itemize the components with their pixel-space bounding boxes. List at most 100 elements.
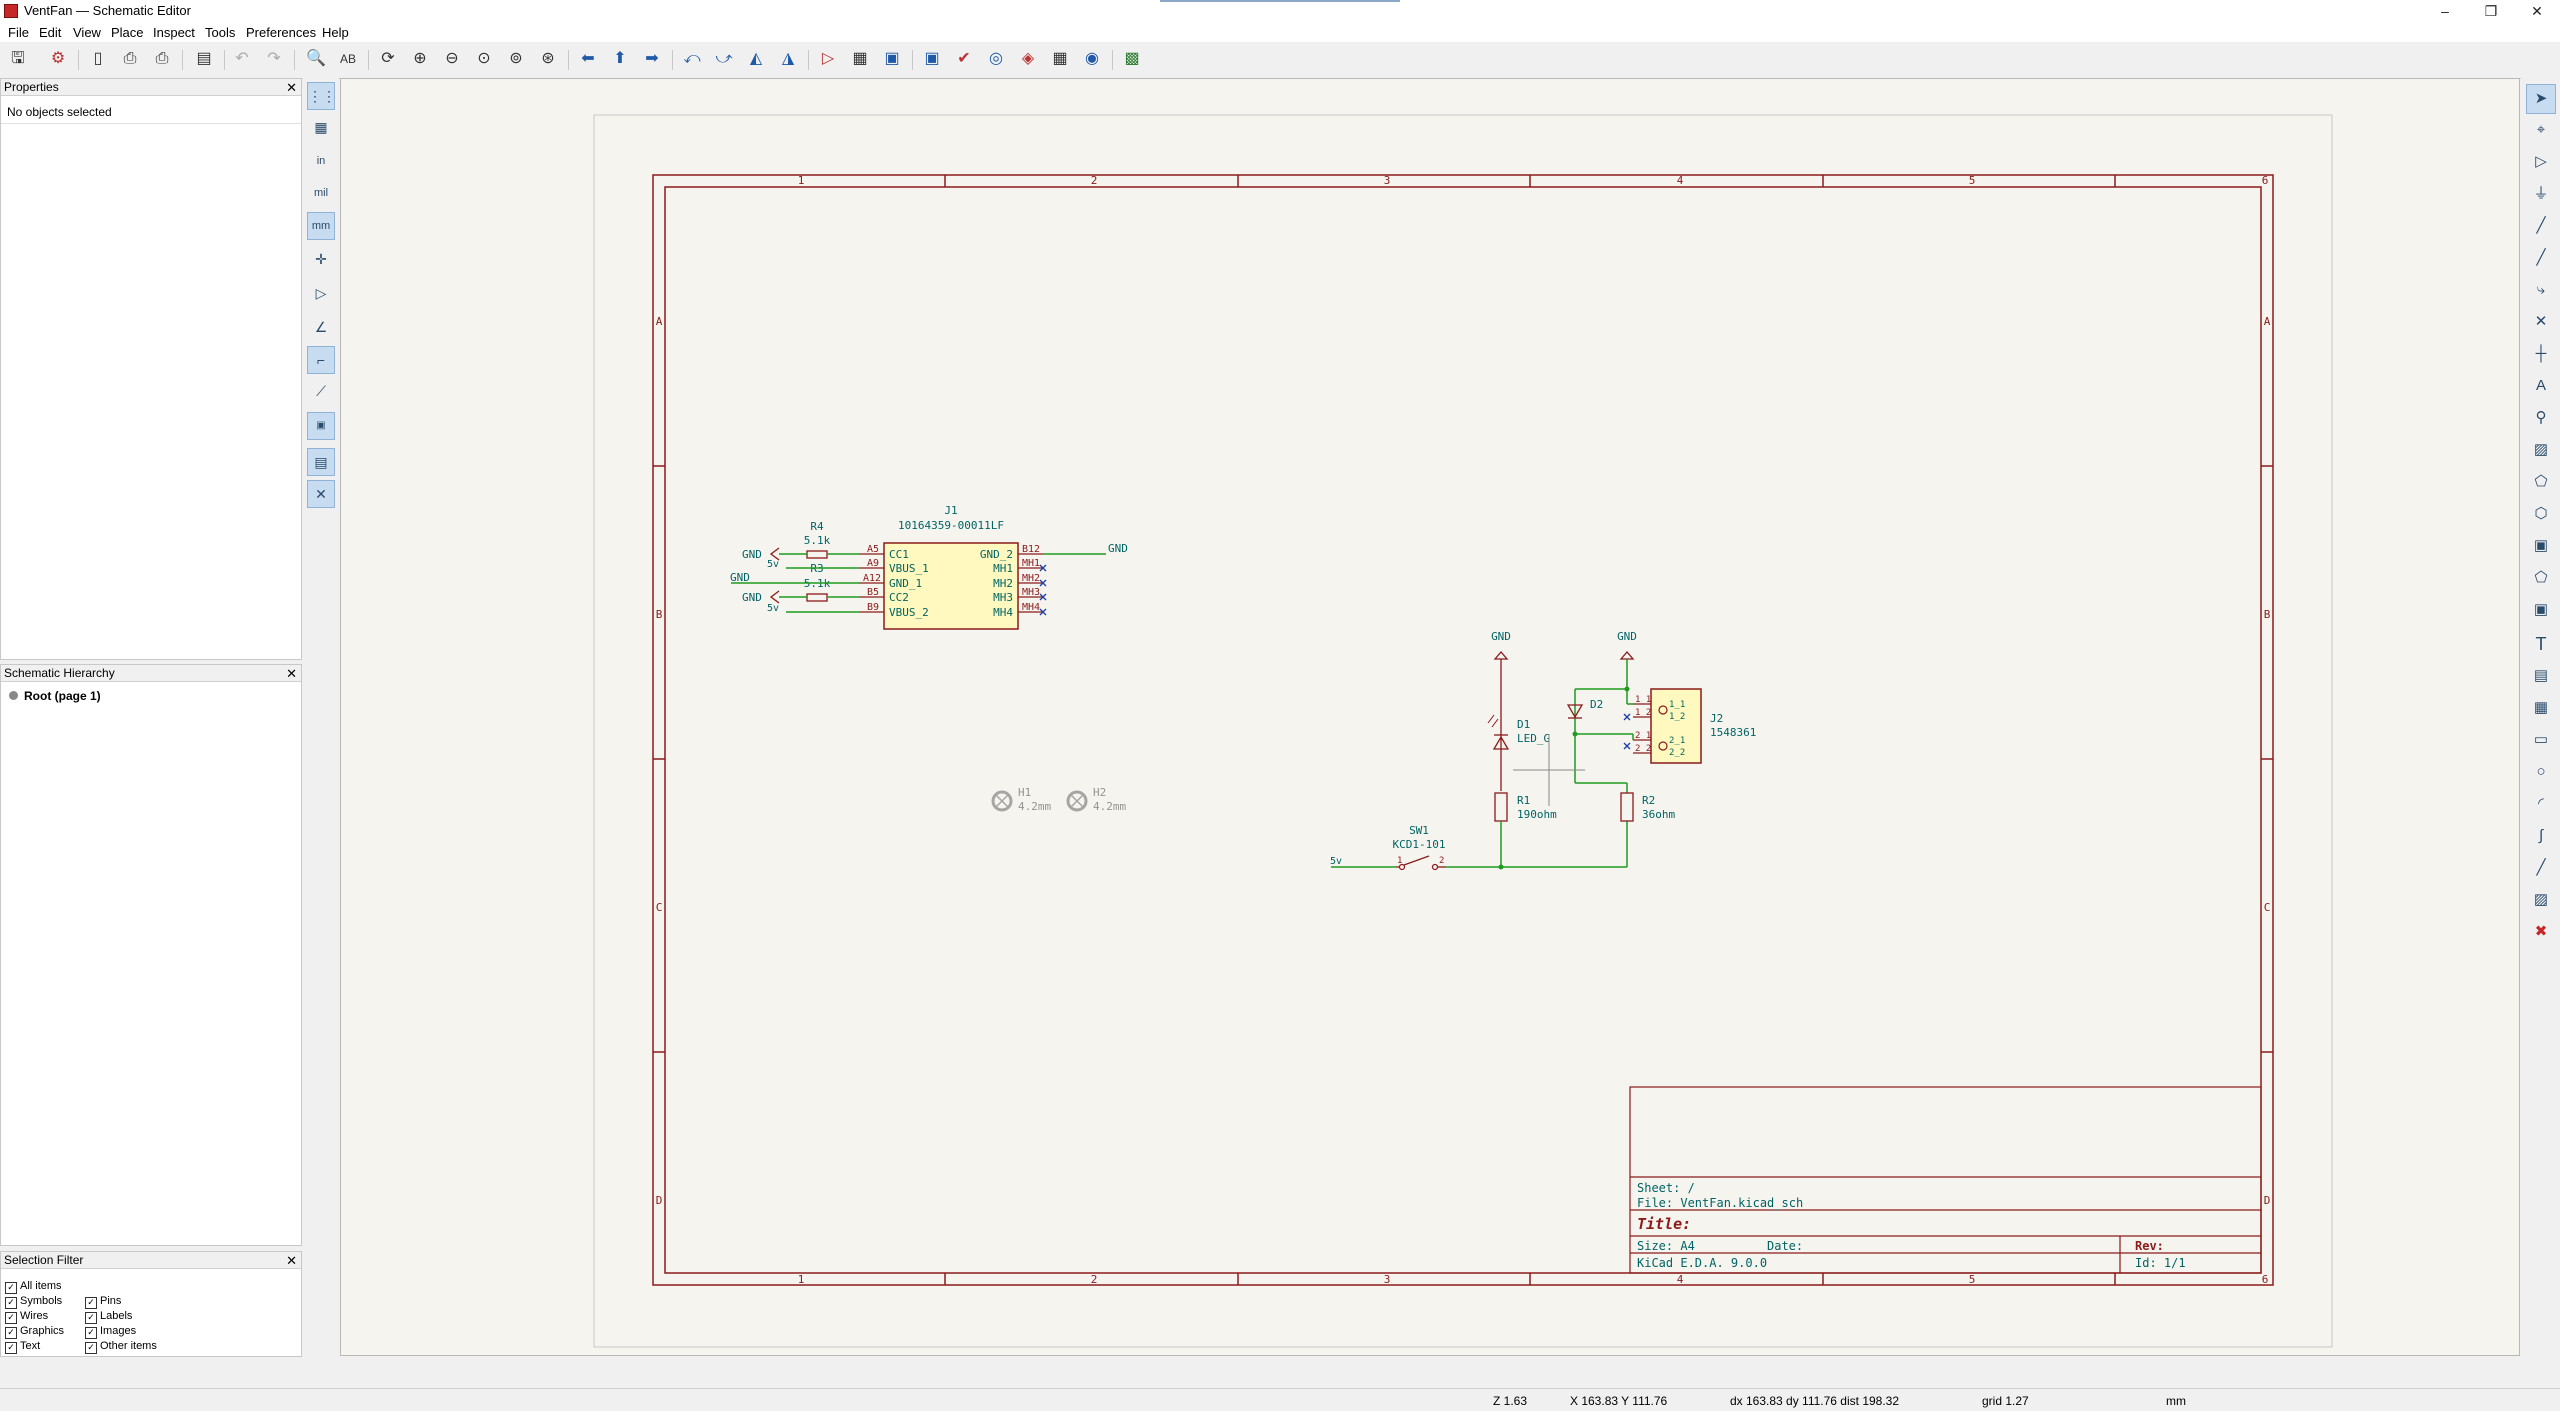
symbol-sw1[interactable]: SW1 KCD1-101 1 2 (1393, 824, 1446, 871)
minimize-button[interactable]: – (2441, 3, 2449, 19)
r2-reference[interactable]: R2 (1642, 794, 1655, 807)
r3-body[interactable] (806, 593, 828, 602)
add-global-label-icon[interactable]: ⬠ (2534, 473, 2548, 490)
find-icon[interactable]: 🔍 (306, 50, 326, 67)
line-mode-45-icon[interactable]: ⟋ (316, 383, 326, 399)
refresh-icon[interactable]: ⟳ (381, 50, 395, 67)
schematic-setup-icon[interactable]: ⚙ (50, 50, 66, 67)
r4-body[interactable] (806, 550, 828, 559)
menu-view[interactable]: View (73, 25, 101, 40)
r1-reference[interactable]: R1 (1517, 794, 1530, 807)
checkbox-checked-icon[interactable]: ✓ (85, 1312, 97, 1324)
erc-icon[interactable]: ✔ (957, 50, 971, 67)
j2-value[interactable]: 1548361 (1710, 726, 1756, 739)
power-label-gnd[interactable]: GND (742, 548, 762, 561)
schematic-canvas[interactable]: 1 2 3 4 5 6 1 2 3 4 5 6 A B C D A B C D (340, 78, 2520, 1356)
filter-graphics[interactable]: ✓Graphics (5, 1325, 64, 1339)
menu-file[interactable]: File (8, 25, 29, 40)
left-net-labels[interactable]: GND 5v GND GND 5v (730, 548, 779, 614)
add-arc-icon[interactable]: ◜ (2538, 795, 2544, 812)
right-wires[interactable] (1331, 689, 1634, 868)
symbol-browser-icon[interactable]: ▦ (852, 50, 868, 67)
j1-body[interactable] (883, 542, 1019, 630)
add-netclass-icon[interactable]: ⚲ (2535, 409, 2547, 426)
navigate-up-icon[interactable]: ⬆ (613, 50, 627, 67)
j2-reference[interactable]: J2 (1710, 712, 1723, 725)
print-icon[interactable]: ⎙ (123, 50, 137, 67)
j1-value[interactable]: 10164359-00011LF (898, 519, 1004, 532)
menu-preferences[interactable]: Preferences (246, 25, 317, 40)
close-icon[interactable]: ✕ (286, 1253, 297, 1268)
checkbox-checked-icon[interactable]: ✓ (85, 1327, 97, 1339)
filter-pins[interactable]: ✓Pins (85, 1295, 121, 1309)
power-label-gnd[interactable]: GND (1491, 630, 1511, 643)
properties-toggle-icon[interactable]: ✕ (307, 480, 335, 508)
paste-icon[interactable]: ▤ (196, 50, 212, 67)
add-rectangle-icon[interactable]: ▭ (2533, 731, 2549, 748)
pcb-editor-icon[interactable]: ▩ (1124, 50, 1140, 67)
rotate-ccw-icon[interactable]: ⤺ (683, 50, 701, 67)
filter-labels[interactable]: ✓Labels (85, 1310, 132, 1324)
symbol-j1[interactable]: J1 10164359-00011LF CC1 VBUS_1 GND_1 CC2… (859, 504, 1047, 630)
rotate-cw-icon[interactable]: ⤻ (715, 50, 733, 67)
units-inch-button[interactable]: in (316, 155, 326, 167)
power-symbols-left[interactable] (769, 547, 780, 604)
h1-value[interactable]: 4.2mm (1018, 800, 1051, 813)
add-textbox-icon[interactable]: ▤ (2533, 667, 2549, 684)
annotate-icon[interactable]: ▣ (884, 50, 900, 67)
line-mode-90-icon[interactable]: ⌐ (307, 346, 335, 374)
r4-reference[interactable]: R4 (810, 520, 824, 533)
checkbox-checked-icon[interactable]: ✓ (85, 1342, 97, 1354)
mirror-vertical-icon[interactable]: ◭ (749, 50, 763, 67)
add-text-icon[interactable]: T (2535, 634, 2547, 654)
add-symbol-icon[interactable]: ▷ (2535, 153, 2547, 170)
find-replace-icon[interactable]: AB (339, 52, 356, 66)
symbol-d1[interactable]: D1 LED_G (1487, 701, 1550, 791)
h2-value[interactable]: 4.2mm (1093, 800, 1126, 813)
add-wire-icon[interactable]: ╱ (2536, 217, 2546, 234)
h1-reference[interactable]: H1 (1018, 786, 1031, 799)
add-circle-icon[interactable]: ○ (2536, 763, 2546, 780)
filter-all-items[interactable]: ✓All items (5, 1280, 62, 1294)
zoom-selection-icon[interactable]: ⊛ (541, 50, 555, 67)
netlist-icon[interactable]: ◉ (1085, 50, 1099, 67)
add-hier-label-icon[interactable]: ⬡ (2534, 505, 2548, 522)
power-label-gnd[interactable]: GND (742, 591, 762, 604)
zoom-out-icon[interactable]: ⊖ (445, 50, 459, 67)
grid-override-icon[interactable]: ▦ (314, 119, 328, 135)
power-label-5v[interactable]: 5v (767, 603, 779, 614)
symbol-h2[interactable]: H2 4.2mm (1066, 786, 1126, 813)
checkbox-checked-icon[interactable]: ✓ (5, 1312, 17, 1324)
symbol-h1[interactable]: H1 4.2mm (991, 786, 1051, 813)
h2-reference[interactable]: H2 (1093, 786, 1106, 799)
r1-value[interactable]: 190ohm (1517, 808, 1557, 821)
add-line-icon[interactable]: ╱ (2536, 859, 2546, 876)
r4-value[interactable]: 5.1k (804, 534, 831, 547)
hierarchy-panel-toggle-icon[interactable]: ▤ (307, 448, 335, 476)
import-sheet-pin-icon[interactable]: ⬠ (2534, 569, 2548, 586)
bom-icon[interactable]: ▦ (1052, 50, 1068, 67)
units-mm-button[interactable]: mm (307, 212, 335, 240)
power-label-5v[interactable]: 5v (1330, 856, 1342, 867)
navigate-forward-icon[interactable]: ➡ (645, 50, 659, 67)
simulator-icon[interactable]: ◎ (989, 50, 1003, 67)
symbol-d2[interactable]: D2 (1566, 688, 1627, 783)
sw1-value[interactable]: KCD1-101 (1393, 838, 1446, 851)
add-bezier-icon[interactable]: ∫ (2538, 827, 2544, 844)
close-button[interactable]: ✕ (2531, 3, 2543, 19)
select-tool-icon[interactable]: ➤ (2526, 84, 2556, 114)
delete-tool-icon[interactable]: ✖ (2534, 923, 2548, 940)
power-gnd-j2[interactable]: GND (1617, 630, 1637, 689)
menu-help[interactable]: Help (322, 25, 349, 40)
zoom-objects-icon[interactable]: ⊚ (509, 50, 523, 67)
zoom-fit-icon[interactable]: ⊙ (477, 50, 491, 67)
menu-tools[interactable]: Tools (205, 25, 236, 40)
power-label-5v[interactable]: 5v (767, 559, 779, 570)
checkbox-checked-icon[interactable]: ✓ (85, 1297, 97, 1309)
filter-wires[interactable]: ✓Wires (5, 1310, 48, 1324)
d2-reference[interactable]: D2 (1590, 698, 1603, 711)
r2-value[interactable]: 36ohm (1642, 808, 1675, 821)
navigate-back-icon[interactable]: ⬅ (581, 50, 595, 67)
d1-reference[interactable]: D1 (1517, 718, 1530, 731)
grid-dots-icon[interactable]: ⋮⋮ (307, 82, 336, 110)
